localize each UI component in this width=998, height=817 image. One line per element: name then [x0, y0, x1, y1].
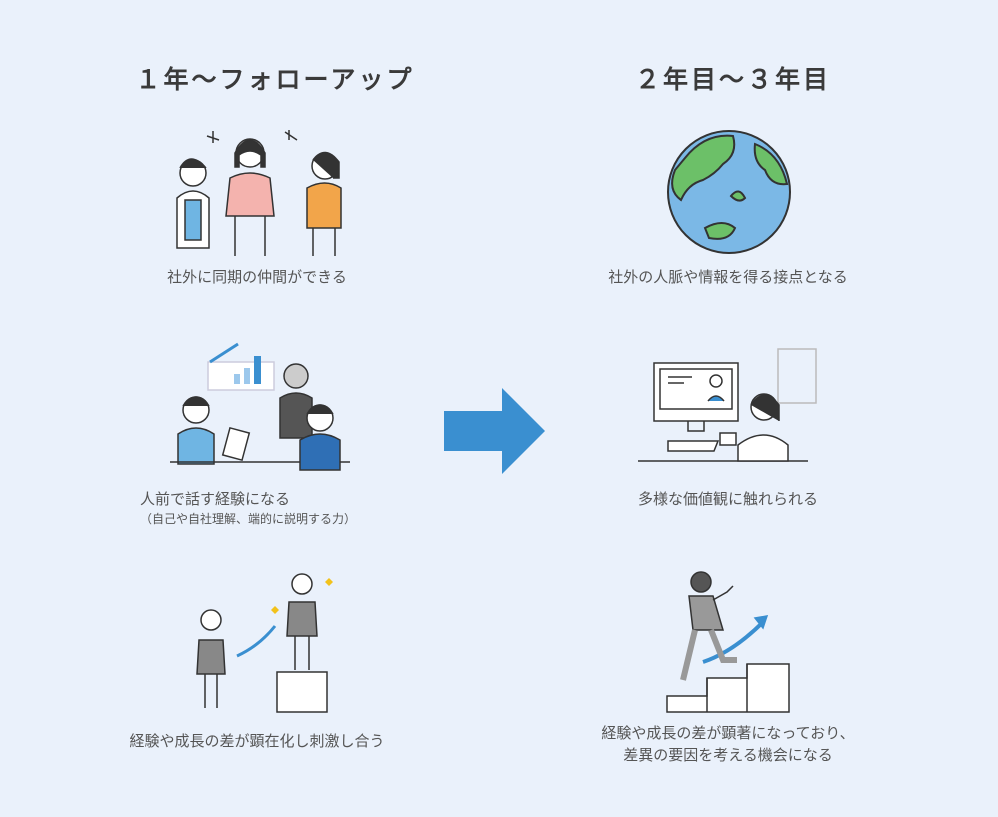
right-arrow-icon — [444, 388, 545, 474]
globe-illustration — [667, 130, 791, 254]
growth-comparison-illustration — [196, 573, 333, 713]
left-caption-2: 人前で話す経験になる — [140, 490, 291, 508]
left-caption-2-sub: （自己や自社理解、端的に説明する力） — [140, 512, 357, 526]
right-caption-1: 社外の人脈や情報を得る接点となる — [608, 268, 848, 286]
right-title: ２年目〜３年目 — [634, 65, 831, 94]
left-caption-1: 社外に同期の仲間ができる — [167, 268, 347, 286]
right-caption-3-line2: 差異の要因を考える機会になる — [623, 746, 833, 764]
online-meeting-illustration — [638, 348, 817, 462]
right-caption-3: 経験や成長の差が顕著になっており、 — [601, 724, 855, 742]
right-caption-2: 多様な価値観に触れられる — [637, 490, 818, 508]
chatting-colleagues-illustration — [176, 130, 342, 256]
meeting-presentation-illustration — [170, 342, 350, 471]
left-title: １年〜フォローアップ — [135, 65, 415, 94]
climbing-stairs-illustration — [666, 571, 790, 713]
left-caption-3: 経験や成長の差が顕在化し刺激し合う — [129, 732, 385, 750]
